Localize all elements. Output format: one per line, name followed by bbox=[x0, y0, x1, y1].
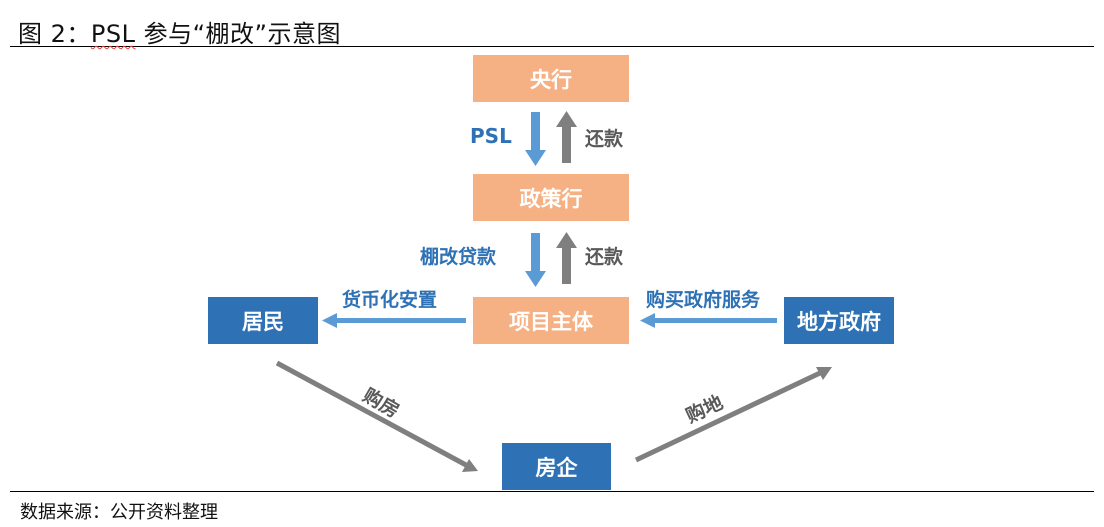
source-note: 数据来源：公开资料整理 bbox=[20, 502, 218, 523]
footer-divider bbox=[10, 491, 1094, 492]
figure-title: 图 2：PSL 参与“棚改”示意图 bbox=[18, 14, 341, 49]
title-rest: 参与“棚改”示意图 bbox=[135, 20, 341, 48]
shantytown-loan-label: 棚改贷款 bbox=[420, 246, 497, 268]
psl-down-arrow bbox=[525, 112, 546, 166]
repay-label-2: 还款 bbox=[585, 246, 624, 268]
repay-up-arrow-1 bbox=[556, 111, 577, 163]
psl-label: PSL bbox=[470, 124, 512, 148]
monetized-resettlement-label: 货币化安置 bbox=[342, 289, 438, 311]
developer-box: 房企 bbox=[502, 443, 611, 490]
figure-title-bar: 图 2：PSL 参与“棚改”示意图 bbox=[10, 10, 1094, 49]
title-prefix: 图 2： bbox=[18, 20, 91, 48]
central-bank-box: 央行 bbox=[473, 55, 629, 102]
gov-service-left-arrow bbox=[640, 313, 777, 328]
loan-down-arrow bbox=[525, 233, 546, 287]
buy-gov-service-label: 购买政府服务 bbox=[646, 289, 761, 311]
project-entity-box: 项目主体 bbox=[473, 297, 629, 344]
local-government-box: 地方政府 bbox=[784, 297, 894, 344]
buy-house-arrow bbox=[275, 360, 478, 472]
resettlement-left-arrow bbox=[322, 313, 466, 328]
title-psl: PSL bbox=[90, 20, 136, 48]
repay-label-1: 还款 bbox=[585, 128, 624, 150]
repay-up-arrow-2 bbox=[556, 232, 577, 284]
residents-box: 居民 bbox=[208, 297, 318, 344]
buy-land-arrow bbox=[634, 367, 832, 463]
policy-bank-box: 政策行 bbox=[473, 174, 629, 221]
